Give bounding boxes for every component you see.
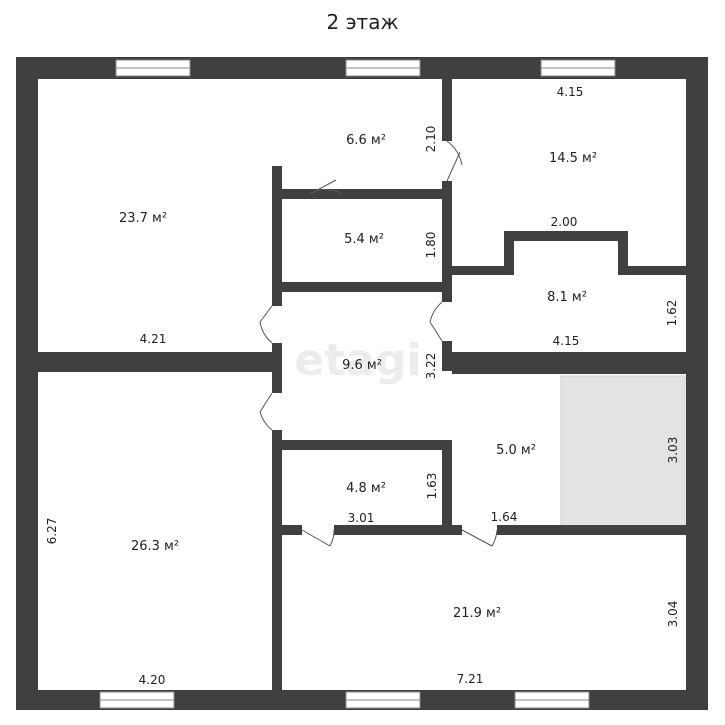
door-hall-right [446,140,463,182]
wall-left [16,57,38,710]
door-right-mid [429,301,443,342]
wall-bath-top-bottom [282,282,442,292]
interior-walls [38,79,686,690]
area-label-room-center-right: 5.0 м² [496,443,536,458]
wall-step-h1 [452,266,514,275]
dim-corridor-height: 3.22 [424,353,438,380]
wall-step-h2 [504,231,628,241]
dim-top-right-width: 4.15 [557,85,584,99]
area-label-room-right-mid: 8.1 м² [547,290,587,305]
watermark: etagi [294,335,421,386]
area-label-bedroom-top-left: 23.7 м² [119,211,167,226]
dim-bottom-left-width: 4.20 [139,673,166,687]
wall-core-right-mid2 [442,341,452,371]
wall-step-h3 [618,266,686,275]
dim-shaded-height: 3.03 [666,437,680,464]
area-label-bath-top: 5.4 м² [344,232,384,247]
wall-step-v2 [618,231,628,275]
dim-bottom-room-height: 3.04 [666,601,680,628]
wall-bottom-hall-left [282,525,302,535]
area-label-corridor: 9.6 м² [342,358,382,373]
dim-bath-top-height: 1.80 [424,232,438,259]
dim-bath-bottom-width: 3.01 [348,511,375,525]
dim-right-mid-height: 1.62 [665,300,679,327]
area-label-bath-bottom: 4.8 м² [346,481,386,496]
window-top-2 [345,59,421,77]
wall-bottom-hall-right [497,525,686,535]
plan-title: 2 этаж [326,10,399,34]
wall-bath-top [282,189,442,199]
area-label-room-bottom: 21.9 м² [453,606,501,621]
wall-left-mid [38,352,274,372]
door-bath-bottom [301,529,335,547]
dim-bath-bottom-height: 1.63 [425,473,439,500]
wall-corridor-bottom [282,440,442,450]
wall-core-right-mid [442,181,452,302]
dim-right-mid-width: 4.15 [553,334,580,348]
wall-core-left-lower [272,430,282,690]
wall-bottom-hall-mid [334,525,462,535]
area-label-bedroom-bottom-left: 26.3 м² [131,539,179,554]
dim-left-top-width: 4.21 [140,332,167,346]
wall-right [686,57,708,710]
window-bottom-2 [345,691,421,709]
door-center-right [461,529,498,547]
window-top-1 [115,59,191,77]
wall-right-mid [452,352,686,374]
window-bottom-3 [514,691,590,709]
door-left-upper [259,305,273,344]
window-bottom-1 [99,691,175,709]
dim-center-right-width: 1.64 [491,510,518,524]
door-bath-top [309,179,343,195]
wall-step-v1 [504,231,514,275]
dim-bottom-room-width: 7.21 [457,672,484,686]
area-label-hall-top: 6.6 м² [346,133,386,148]
wall-core-right-low [442,440,452,526]
wall-core-right-top [442,79,452,141]
wall-core-left-mid [272,343,282,393]
dim-step-width: 2.00 [551,215,578,229]
area-label-room-top-right: 14.5 м² [549,151,597,166]
window-top-3 [540,59,616,77]
door-left-lower [259,392,273,431]
dim-bottom-left-height: 6.27 [45,518,59,545]
dim-hall-height: 2.10 [424,126,438,153]
wall-core-left-upper [272,166,282,306]
windows [99,59,616,709]
doors [259,140,498,547]
